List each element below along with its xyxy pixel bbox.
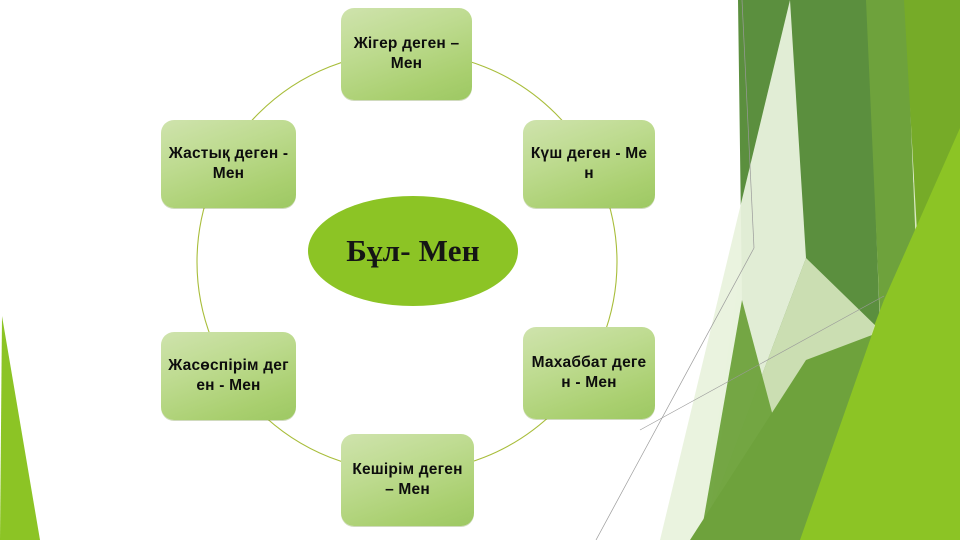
decor-green-foot — [690, 332, 880, 540]
diagram-node-zhastyq[interactable]: Жастық деген - Мен — [161, 120, 296, 208]
diagram-node-label: Махаббат деген - Мен — [531, 353, 647, 391]
decor-left-wedge — [0, 316, 40, 540]
decor-lime-foot — [800, 300, 960, 540]
diagram-node-label: Жігер деген – Мен — [353, 34, 460, 72]
diagram-node-kush[interactable]: Күш деген - Мен — [523, 120, 655, 208]
diagram-node-label: Күш деген - Мен — [530, 144, 648, 182]
diagram-node-zhasospirim[interactable]: Жасөспірім деген - Мен — [161, 332, 296, 420]
decor-lime-band — [826, 0, 960, 540]
decor-pale-sheet-1 — [700, 0, 960, 540]
decor-pale-large — [592, 0, 960, 540]
decor-hairline-lower — [639, 295, 885, 431]
diagram-center-node[interactable]: Бұл- Мен — [308, 196, 518, 306]
decor-mid-overlay — [700, 300, 806, 540]
decor-pale-overlay-1 — [660, 0, 806, 540]
decor-bright-wedge — [792, 128, 960, 540]
diagram-node-keshirim[interactable]: Кешірім деген – Мен — [341, 434, 474, 526]
diagram-node-zhiger[interactable]: Жігер деген – Мен — [341, 8, 472, 100]
diagram-node-label: Жасөспірім деген - Мен — [168, 356, 289, 394]
decor-pale-sheet-2 — [716, 150, 960, 540]
decor-mid-band — [800, 0, 960, 540]
diagram-node-label: Кешірім деген – Мен — [352, 460, 463, 498]
decor-pale-overlay-2 — [700, 258, 880, 540]
diagram-node-label: Жастық деген - Мен — [168, 144, 289, 182]
decor-hairline-upper — [741, 0, 755, 249]
decor-dark-band — [706, 0, 880, 540]
diagram-center-label: Бұл- Мен — [346, 232, 480, 268]
diagram-node-mahabbat[interactable]: Махаббат деген - Мен — [523, 327, 655, 419]
